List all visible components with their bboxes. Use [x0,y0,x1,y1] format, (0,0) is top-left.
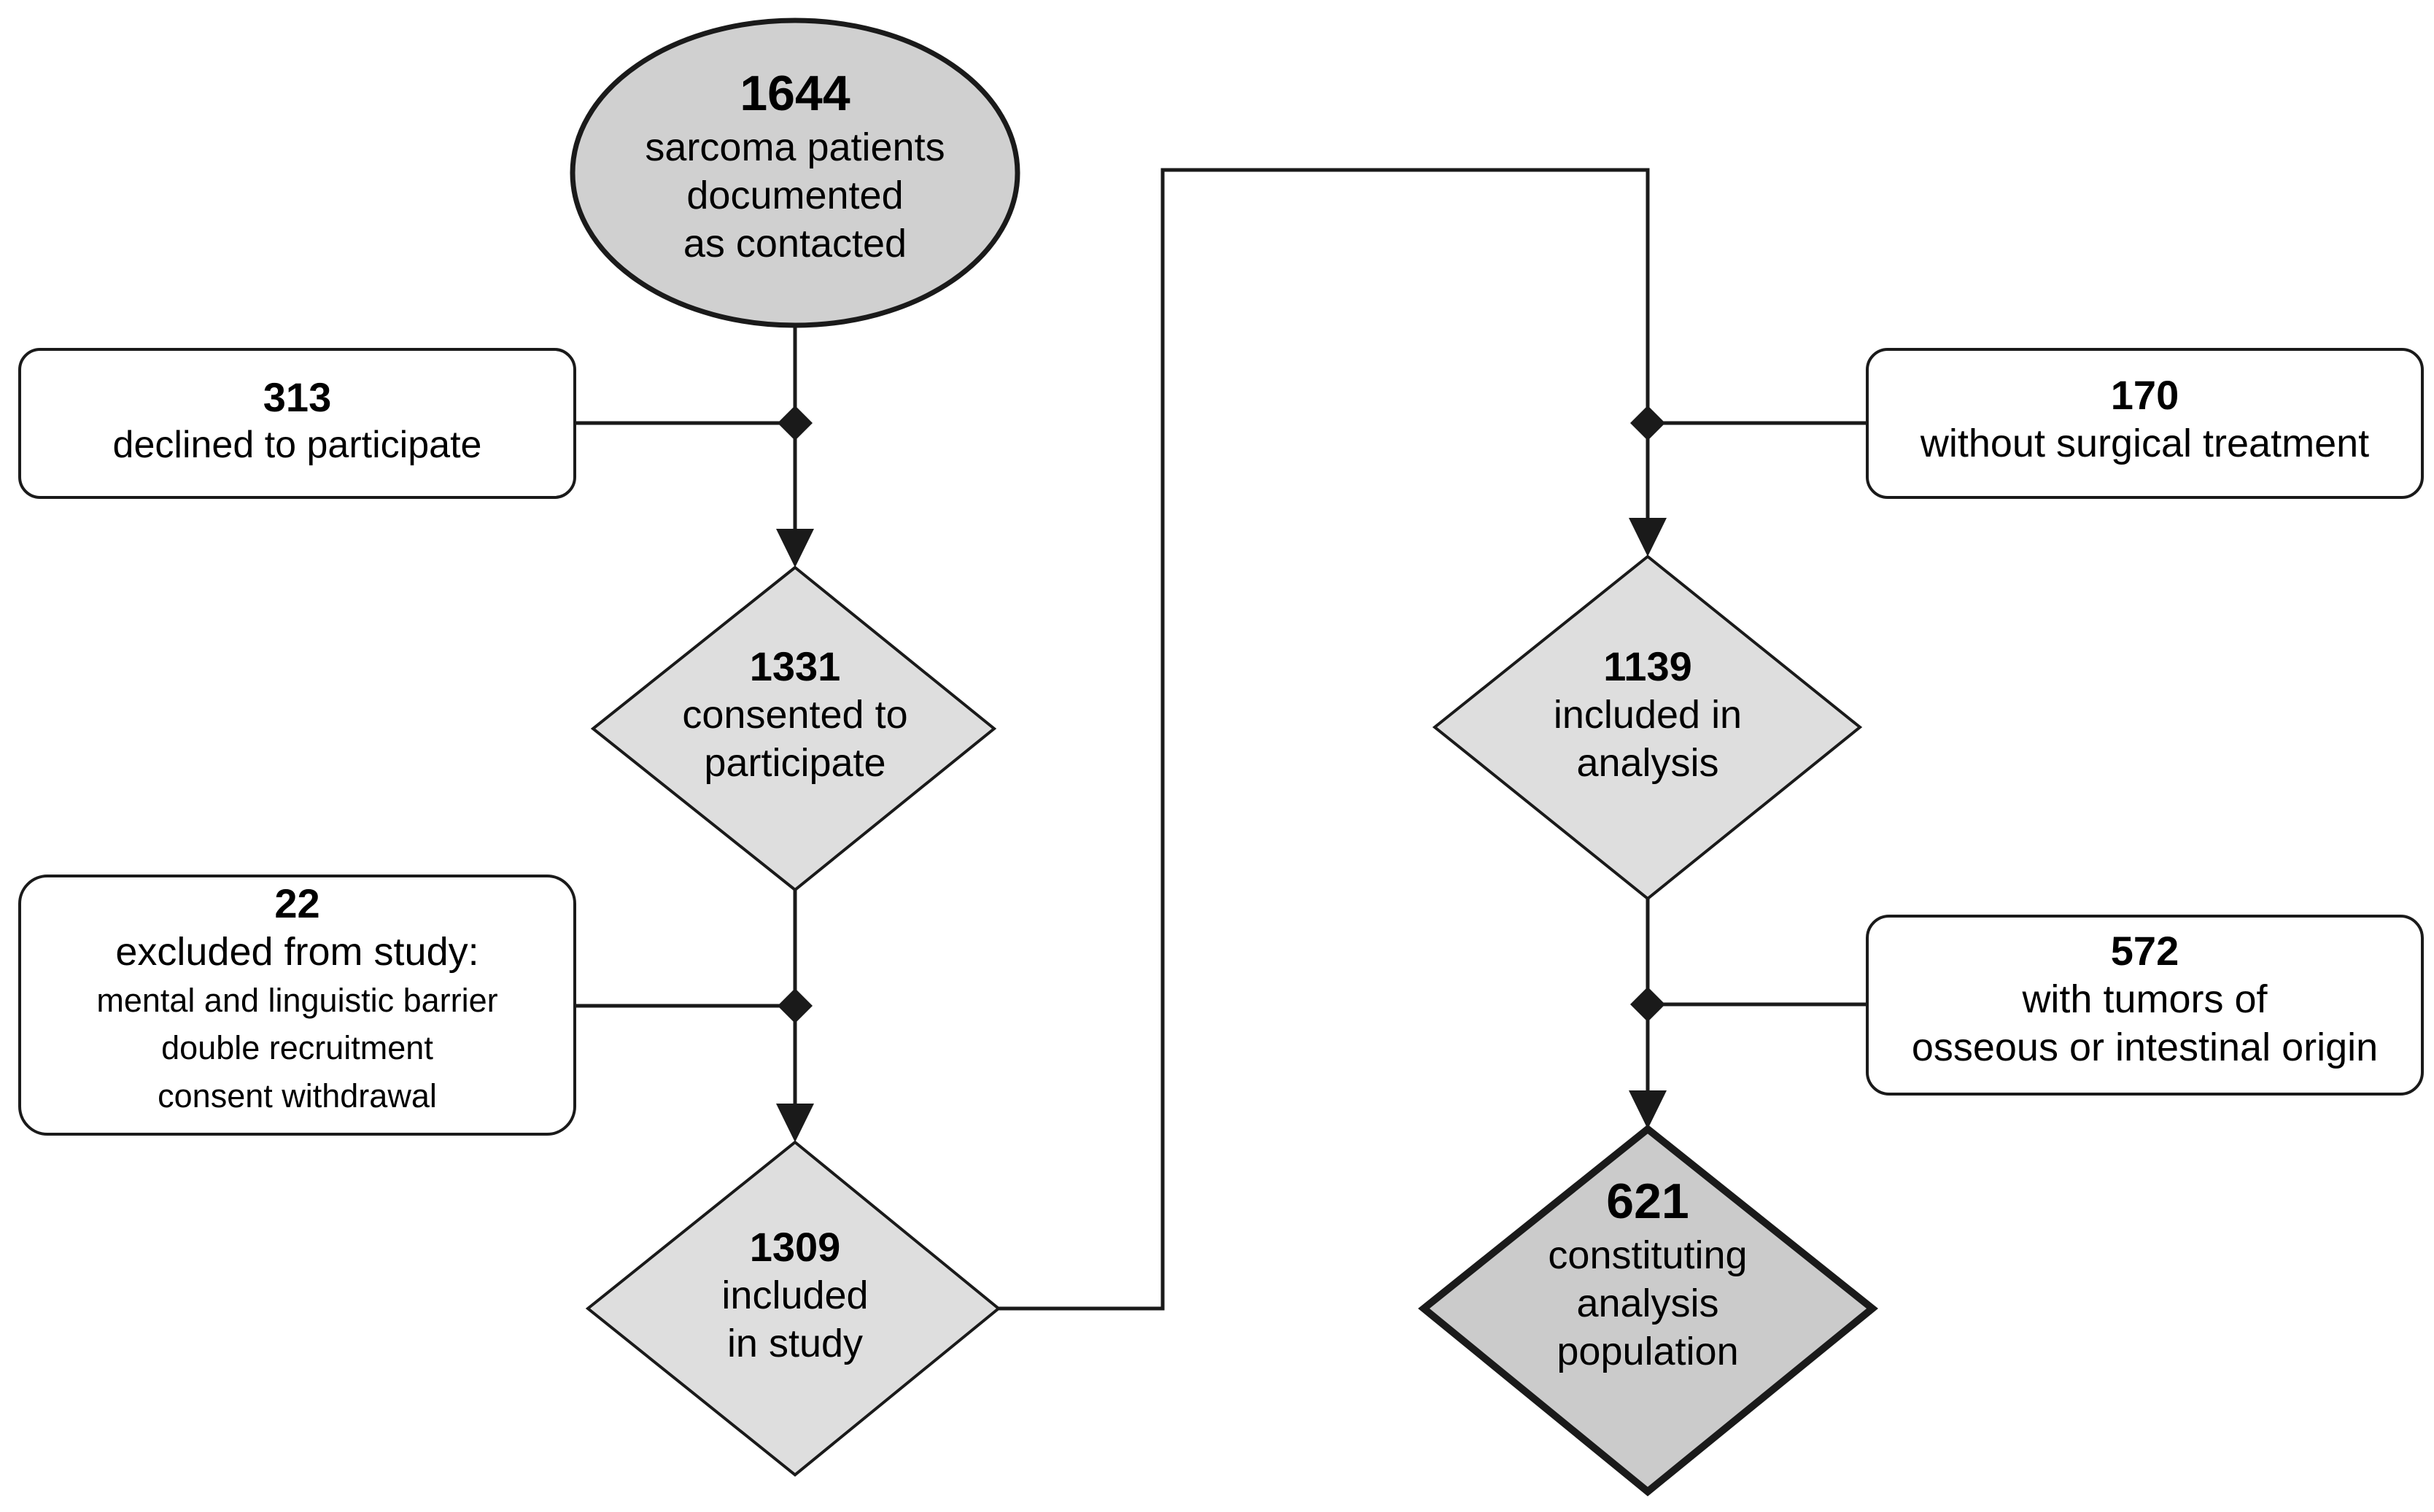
node-population: 621 constituting analysis population [1465,1171,1830,1376]
connector-included-study-to-included-analysis [999,168,1650,1311]
node-contacted-line-2: documented [686,173,904,217]
node-excluded-detail-1: mental and linguistic barrier [96,982,498,1020]
node-consented-line-2: participate [704,741,886,786]
node-included-study-line-1: included [721,1273,869,1318]
node-no-surgery: 170 without surgical treatment [1867,371,2422,468]
node-no-surgery-line-1: without surgical treatment [1920,422,2370,466]
node-tumors-line-1: with tumors of [2022,977,2268,1022]
node-included-analysis-line-1: included in [1553,693,1743,737]
node-excluded-line-1: excluded from study: [115,930,479,974]
node-consented-count: 1331 [749,643,841,689]
node-no-surgery-count: 170 [2110,372,2179,418]
node-tumors: 572 with tumors of osseous or intestinal… [1867,926,2422,1072]
node-population-line-3: population [1557,1329,1739,1373]
node-tumors-shape [1866,915,2424,1096]
node-included-study-line-2: in study [726,1322,864,1366]
node-excluded-detail-2: double recruitment [161,1029,433,1067]
node-excluded: 22 excluded from study: mental and lingu… [20,879,575,1120]
node-included-study-count: 1309 [749,1224,841,1270]
node-included-study: 1309 included in study [613,1222,977,1368]
node-contacted-shape [570,18,1020,328]
node-consented-line-1: consented to [682,693,908,737]
node-population-line-2: analysis [1576,1281,1719,1325]
node-no-surgery-shape [1866,348,2424,499]
junction-excluded [778,988,813,1023]
junction-declined [778,406,813,441]
junction-tumors [1630,987,1665,1022]
node-included-analysis-shape [1432,554,1863,901]
node-population-line-1: constituting [1548,1233,1748,1277]
node-contacted-line-1: sarcoma patients [645,125,945,169]
node-contacted: 1644 sarcoma patients documented as cont… [576,63,1014,268]
node-population-shape [1418,1124,1878,1497]
node-population-count: 621 [1606,1174,1689,1229]
node-declined-shape [18,348,576,499]
arrowhead-to-consented [776,529,814,567]
arrowhead-to-population [1629,1090,1667,1129]
node-included-analysis: 1139 included in analysis [1465,642,1830,788]
node-contacted-line-3: as contacted [683,221,907,265]
node-tumors-count: 572 [2110,928,2179,974]
node-included-study-shape [585,1140,1001,1477]
node-declined-count: 313 [263,374,332,420]
node-included-analysis-line-2: analysis [1576,741,1719,786]
node-excluded-detail-3: consent withdrawal [158,1077,437,1114]
arrowhead-to-included-analysis [1629,518,1667,557]
node-included-analysis-count: 1139 [1603,643,1692,689]
node-declined: 313 declined to participate [20,373,575,469]
node-declined-line-1: declined to participate [112,424,482,467]
node-consented: 1331 consented to participate [613,642,977,788]
arrowhead-to-included-study [776,1104,814,1142]
node-excluded-count: 22 [274,880,320,926]
node-contacted-count: 1644 [740,66,850,121]
node-tumors-line-2: osseous or intestinal origin [1911,1026,2379,1070]
junction-no-surgery [1630,406,1665,441]
node-excluded-shape [18,875,576,1136]
node-consented-shape [590,565,997,892]
